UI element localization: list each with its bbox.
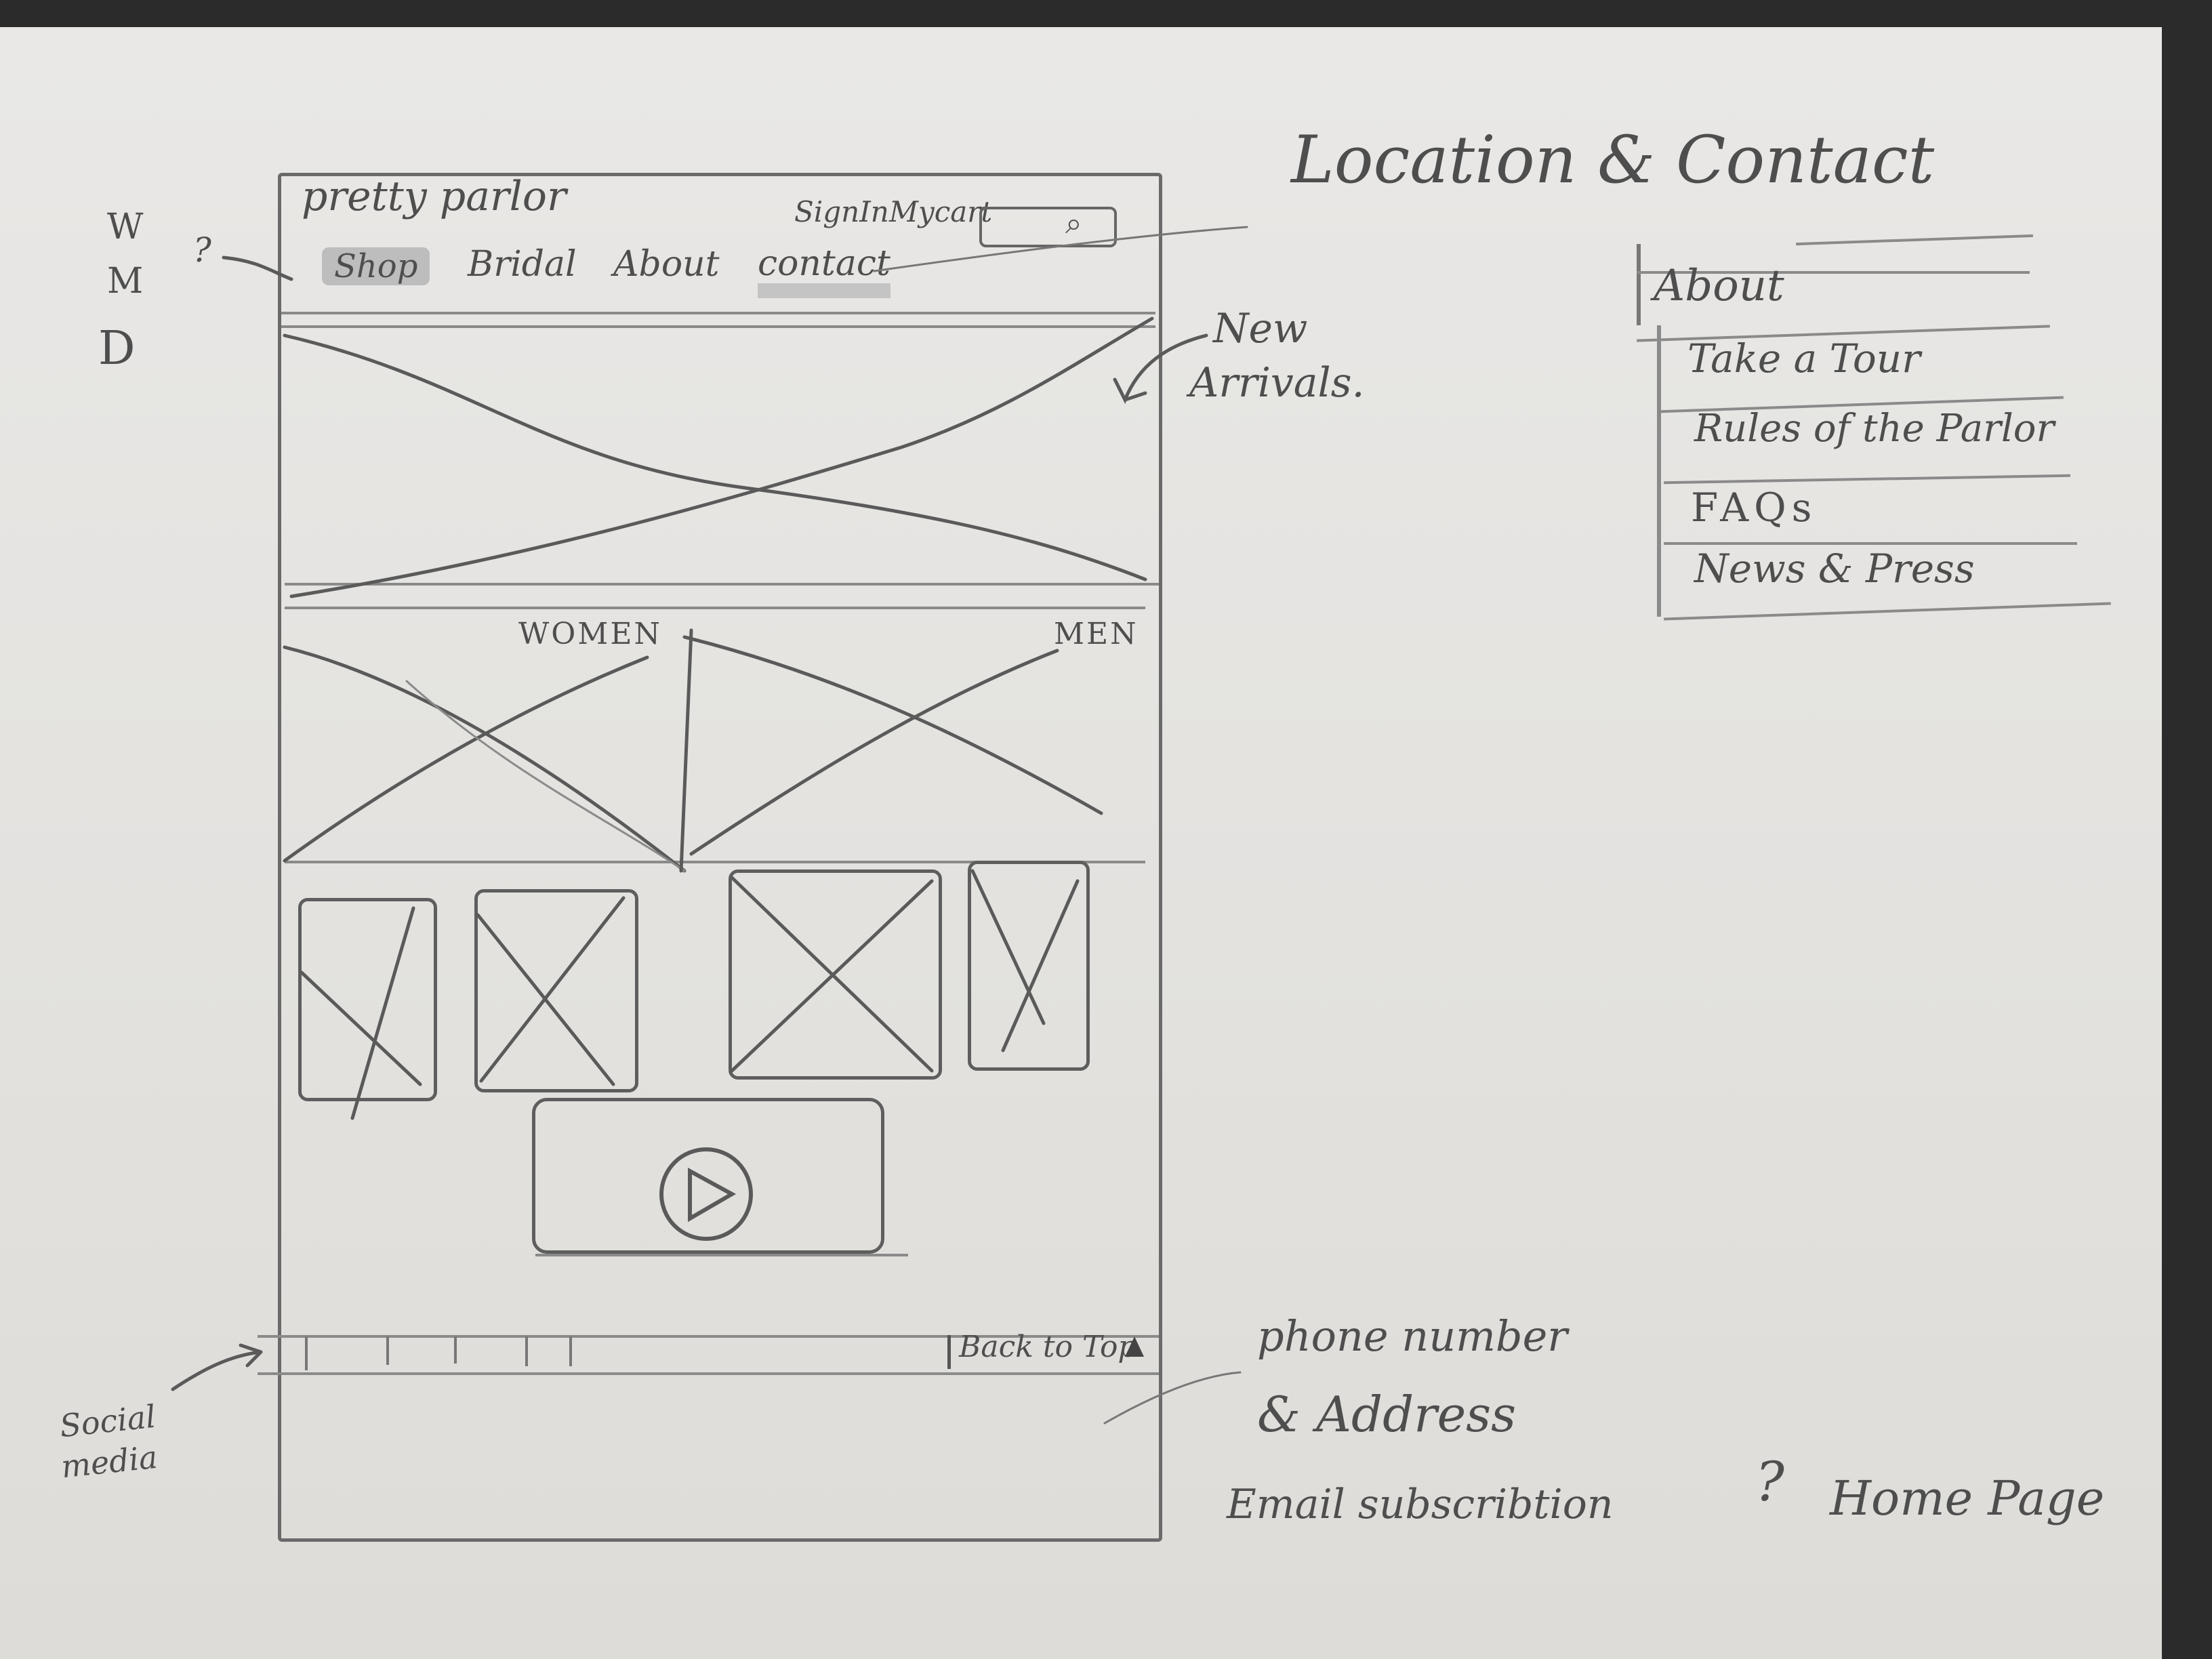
nav-divider [281, 325, 1155, 328]
product-image-placeholder[interactable] [298, 898, 437, 1101]
about-menu-box [1637, 244, 1641, 325]
play-icon [688, 1167, 737, 1223]
about-menu-line [1637, 271, 2030, 274]
social-icon-slot[interactable] [569, 1336, 572, 1366]
product-image-placeholder[interactable] [968, 861, 1090, 1071]
women-cross-line [283, 655, 649, 863]
product-cross-line [730, 876, 934, 1073]
women-cross-line [405, 680, 686, 872]
social-icon-slot[interactable] [454, 1336, 457, 1364]
pencil-strokes [171, 226, 1248, 1425]
social-icon-slot[interactable] [525, 1336, 528, 1366]
category-label-men[interactable]: MEN [1054, 617, 1139, 651]
nav-divider [281, 312, 1155, 314]
social-icon-slot[interactable] [305, 1336, 308, 1370]
category-label-women[interactable]: WOMEN [518, 617, 662, 651]
brand-logo[interactable]: pretty parlor [302, 173, 567, 220]
location-leader [873, 226, 1248, 272]
device-note-w: W [107, 207, 144, 247]
phone-address-note: & Address [1257, 1386, 1517, 1443]
product-image-placeholder[interactable] [729, 869, 942, 1080]
product-image-placeholder[interactable] [474, 889, 638, 1092]
about-menu-item-faqs[interactable]: FAQs [1691, 485, 1818, 531]
phone-address-leader [1103, 1371, 1242, 1425]
about-menu-box [1657, 325, 1661, 617]
product-cross-line [300, 906, 422, 1120]
back-to-top-button[interactable]: Back to Top [959, 1330, 1137, 1364]
video-underline [535, 1254, 908, 1256]
men-cross-line [689, 649, 1059, 856]
about-menu-item-take-a-tour[interactable]: Take a Tour [1687, 335, 1921, 382]
about-menu-line [1664, 542, 2077, 545]
product-cross-line [476, 896, 626, 1086]
hero-cross-line [289, 316, 1154, 598]
search-icon[interactable]: ⌕ [1065, 206, 1082, 241]
my-cart-link[interactable]: Mycart [889, 195, 993, 228]
question-arrow [222, 255, 293, 281]
social-media-arrow [171, 1343, 263, 1391]
about-menu-title[interactable]: About [1654, 261, 1784, 311]
device-note-d: D [98, 322, 136, 375]
nav-item-about[interactable]: About [613, 244, 720, 285]
search-input[interactable] [979, 207, 1117, 247]
nav-item-bridal[interactable]: Bridal [468, 244, 577, 285]
footer-top-line [258, 1335, 1159, 1338]
women-cross-line [283, 645, 687, 873]
product-cross-line [970, 869, 1080, 1052]
social-icon-slot[interactable] [386, 1336, 389, 1365]
hero-cross-line [283, 333, 1147, 581]
sign-in-link[interactable]: SignIn [794, 195, 889, 228]
new-arrivals-arrow [1113, 333, 1208, 405]
footer-bottom-line [258, 1372, 1159, 1375]
about-menu-item-news-press[interactable]: News & Press [1694, 546, 1975, 592]
category-bottom-line [285, 861, 1145, 863]
play-icon-circle [659, 1147, 753, 1241]
location-contact-note: Location & Contact [1291, 122, 1935, 198]
category-top-line [285, 607, 1145, 609]
email-subscription-note: Email subscribtion [1227, 1481, 1614, 1528]
question-note: ? [193, 230, 211, 270]
nav-item-contact[interactable]: contact [758, 244, 890, 298]
hero-bottom-line [285, 583, 1159, 586]
home-page-question: ? [1755, 1450, 1784, 1513]
men-cross-line [682, 635, 1103, 815]
back-to-top-divider [947, 1335, 951, 1369]
phone-address-note: phone number [1257, 1311, 1568, 1361]
new-arrivals-note: New [1213, 305, 1308, 352]
about-menu-item-rules[interactable]: Rules of the Parlor [1694, 407, 2055, 451]
home-page-note: Home Page [1830, 1471, 2105, 1526]
video-placeholder[interactable] [532, 1098, 884, 1254]
nav-item-shop[interactable]: Shop [322, 247, 430, 285]
sketch-paper: pretty parlor SignIn Mycart ⌕ Shop Brida… [0, 27, 2162, 1659]
wireframe-frame [278, 173, 1162, 1542]
category-divider [679, 628, 693, 873]
device-note-m: M [107, 261, 144, 302]
triangle-up-icon[interactable] [1125, 1336, 1144, 1357]
new-arrivals-note: Arrivals. [1189, 359, 1365, 407]
